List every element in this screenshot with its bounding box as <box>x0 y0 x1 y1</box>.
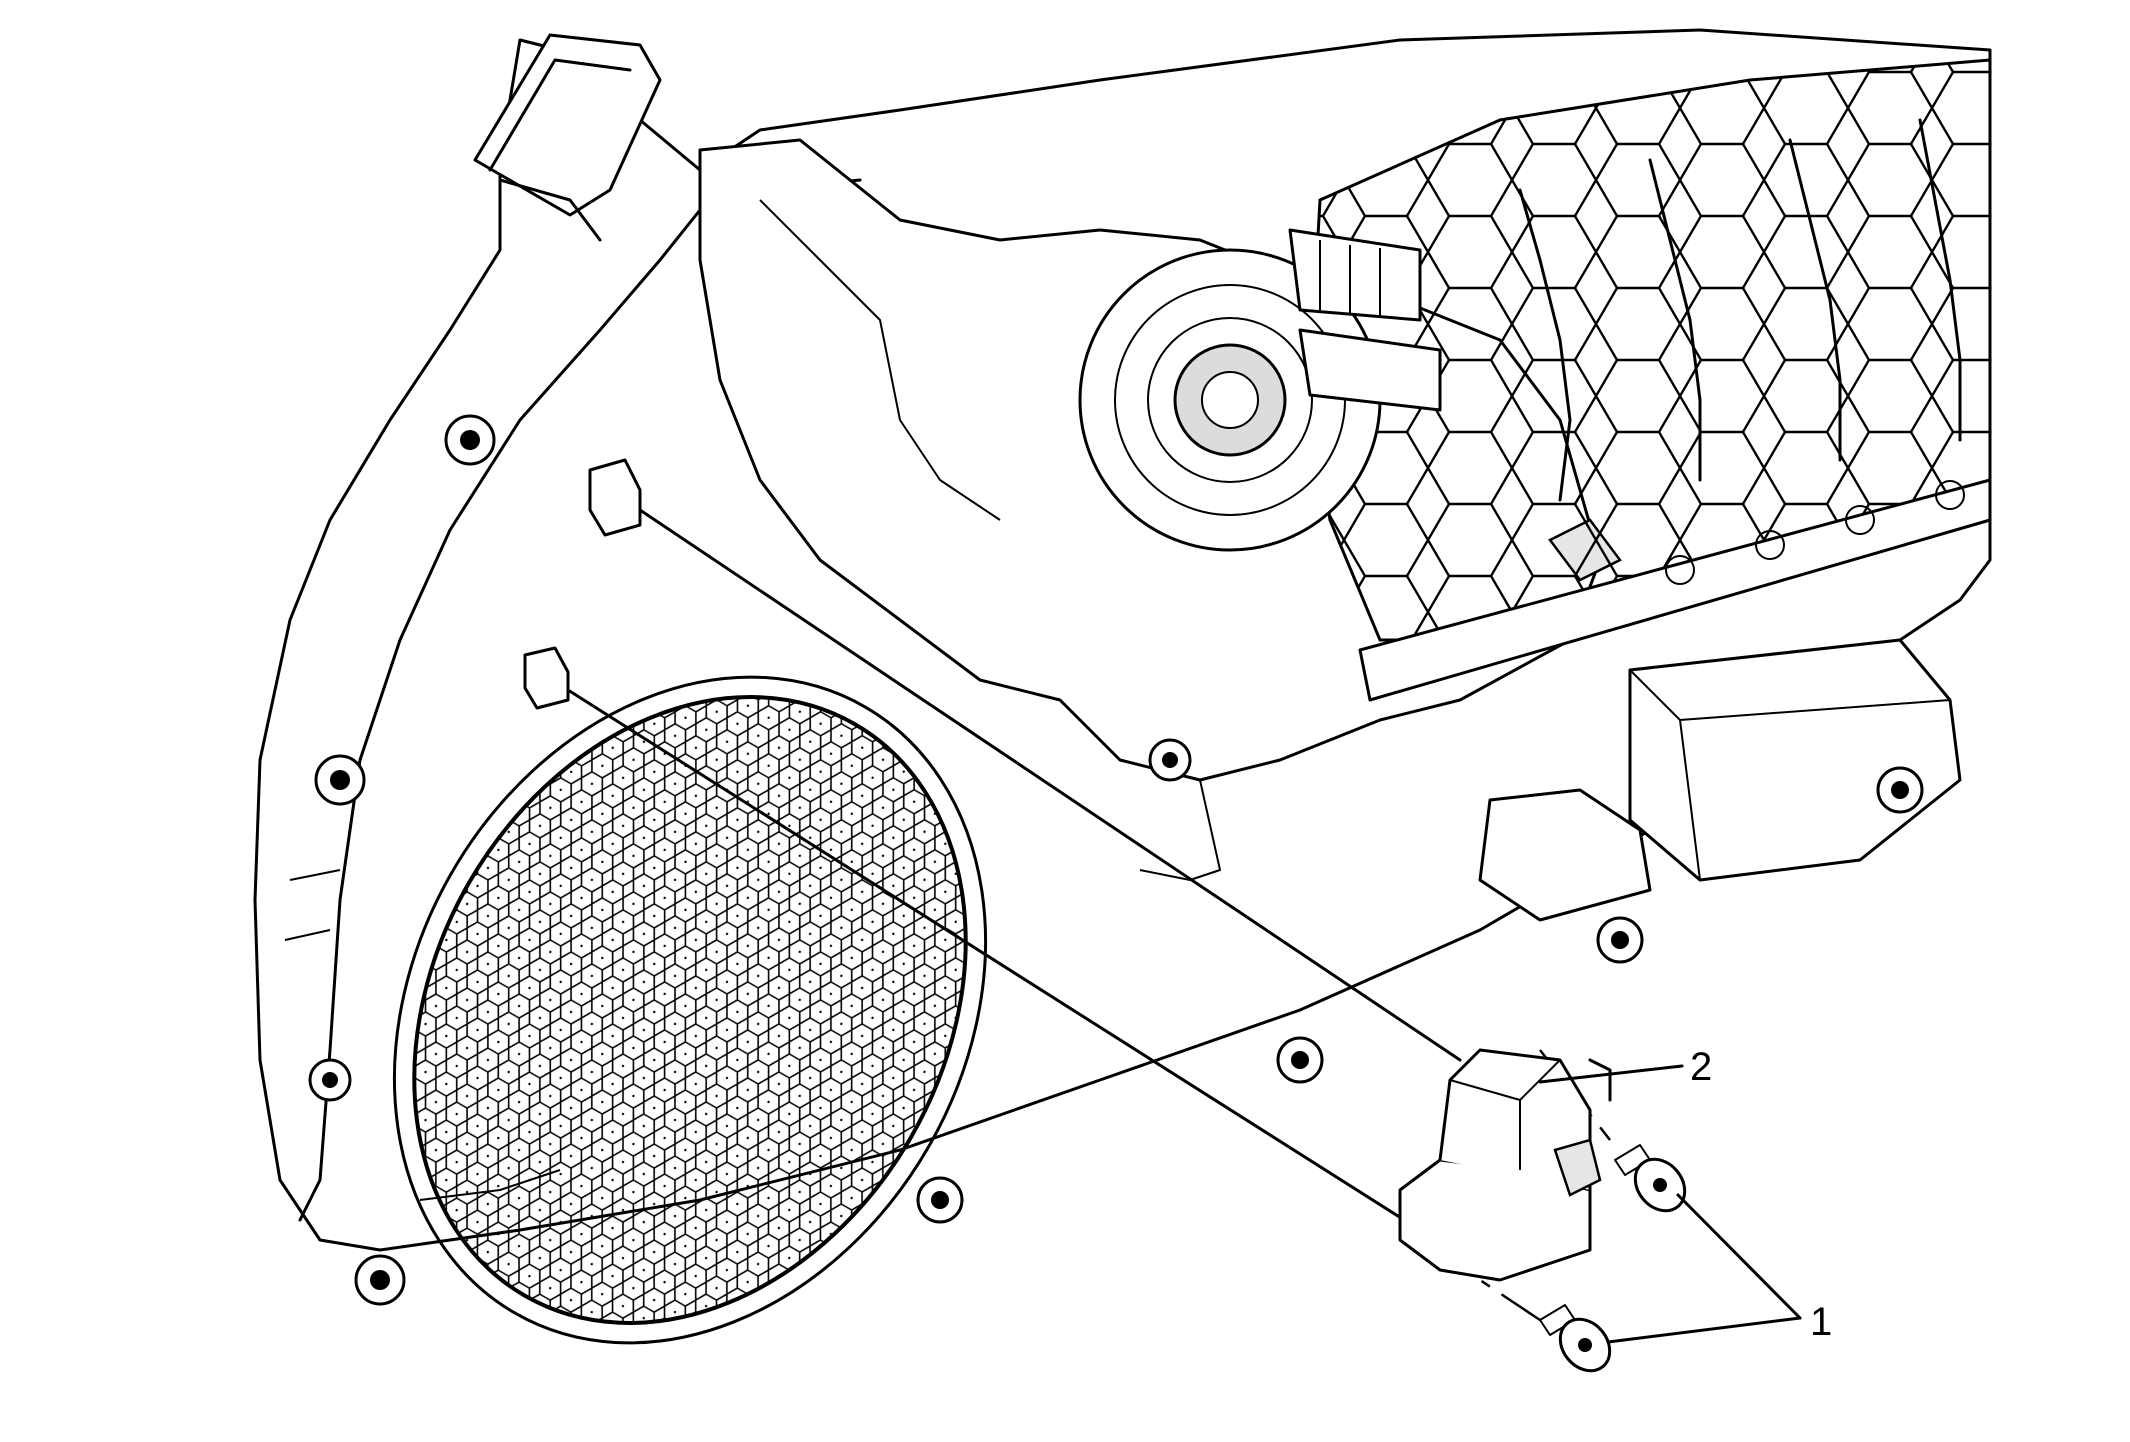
pull-handle <box>473 33 662 242</box>
fasteners <box>1539 1144 1687 1373</box>
retainer-clips <box>308 414 1924 1306</box>
window-switch-module <box>1288 228 1442 412</box>
clip <box>308 1058 352 1102</box>
clip <box>1596 916 1644 964</box>
door-speaker <box>1078 248 1382 552</box>
fastener-lower <box>1539 1304 1612 1373</box>
lower-module <box>1478 638 1962 922</box>
clip <box>1276 1036 1324 1084</box>
clip <box>444 414 496 466</box>
removable-bracket <box>1398 1048 1612 1282</box>
callout-2-label: 2 <box>1690 1045 1712 1089</box>
connectors <box>523 458 642 710</box>
clip <box>916 1176 964 1224</box>
clip <box>1148 738 1192 782</box>
clip <box>314 754 366 806</box>
callout-1-label: 1 <box>1810 1300 1832 1344</box>
trim-bracket-rail <box>1358 478 1992 702</box>
leader-lines <box>1538 1064 1802 1344</box>
fastener-upper <box>1614 1144 1687 1213</box>
clip <box>354 1254 406 1306</box>
clip <box>1876 766 1924 814</box>
